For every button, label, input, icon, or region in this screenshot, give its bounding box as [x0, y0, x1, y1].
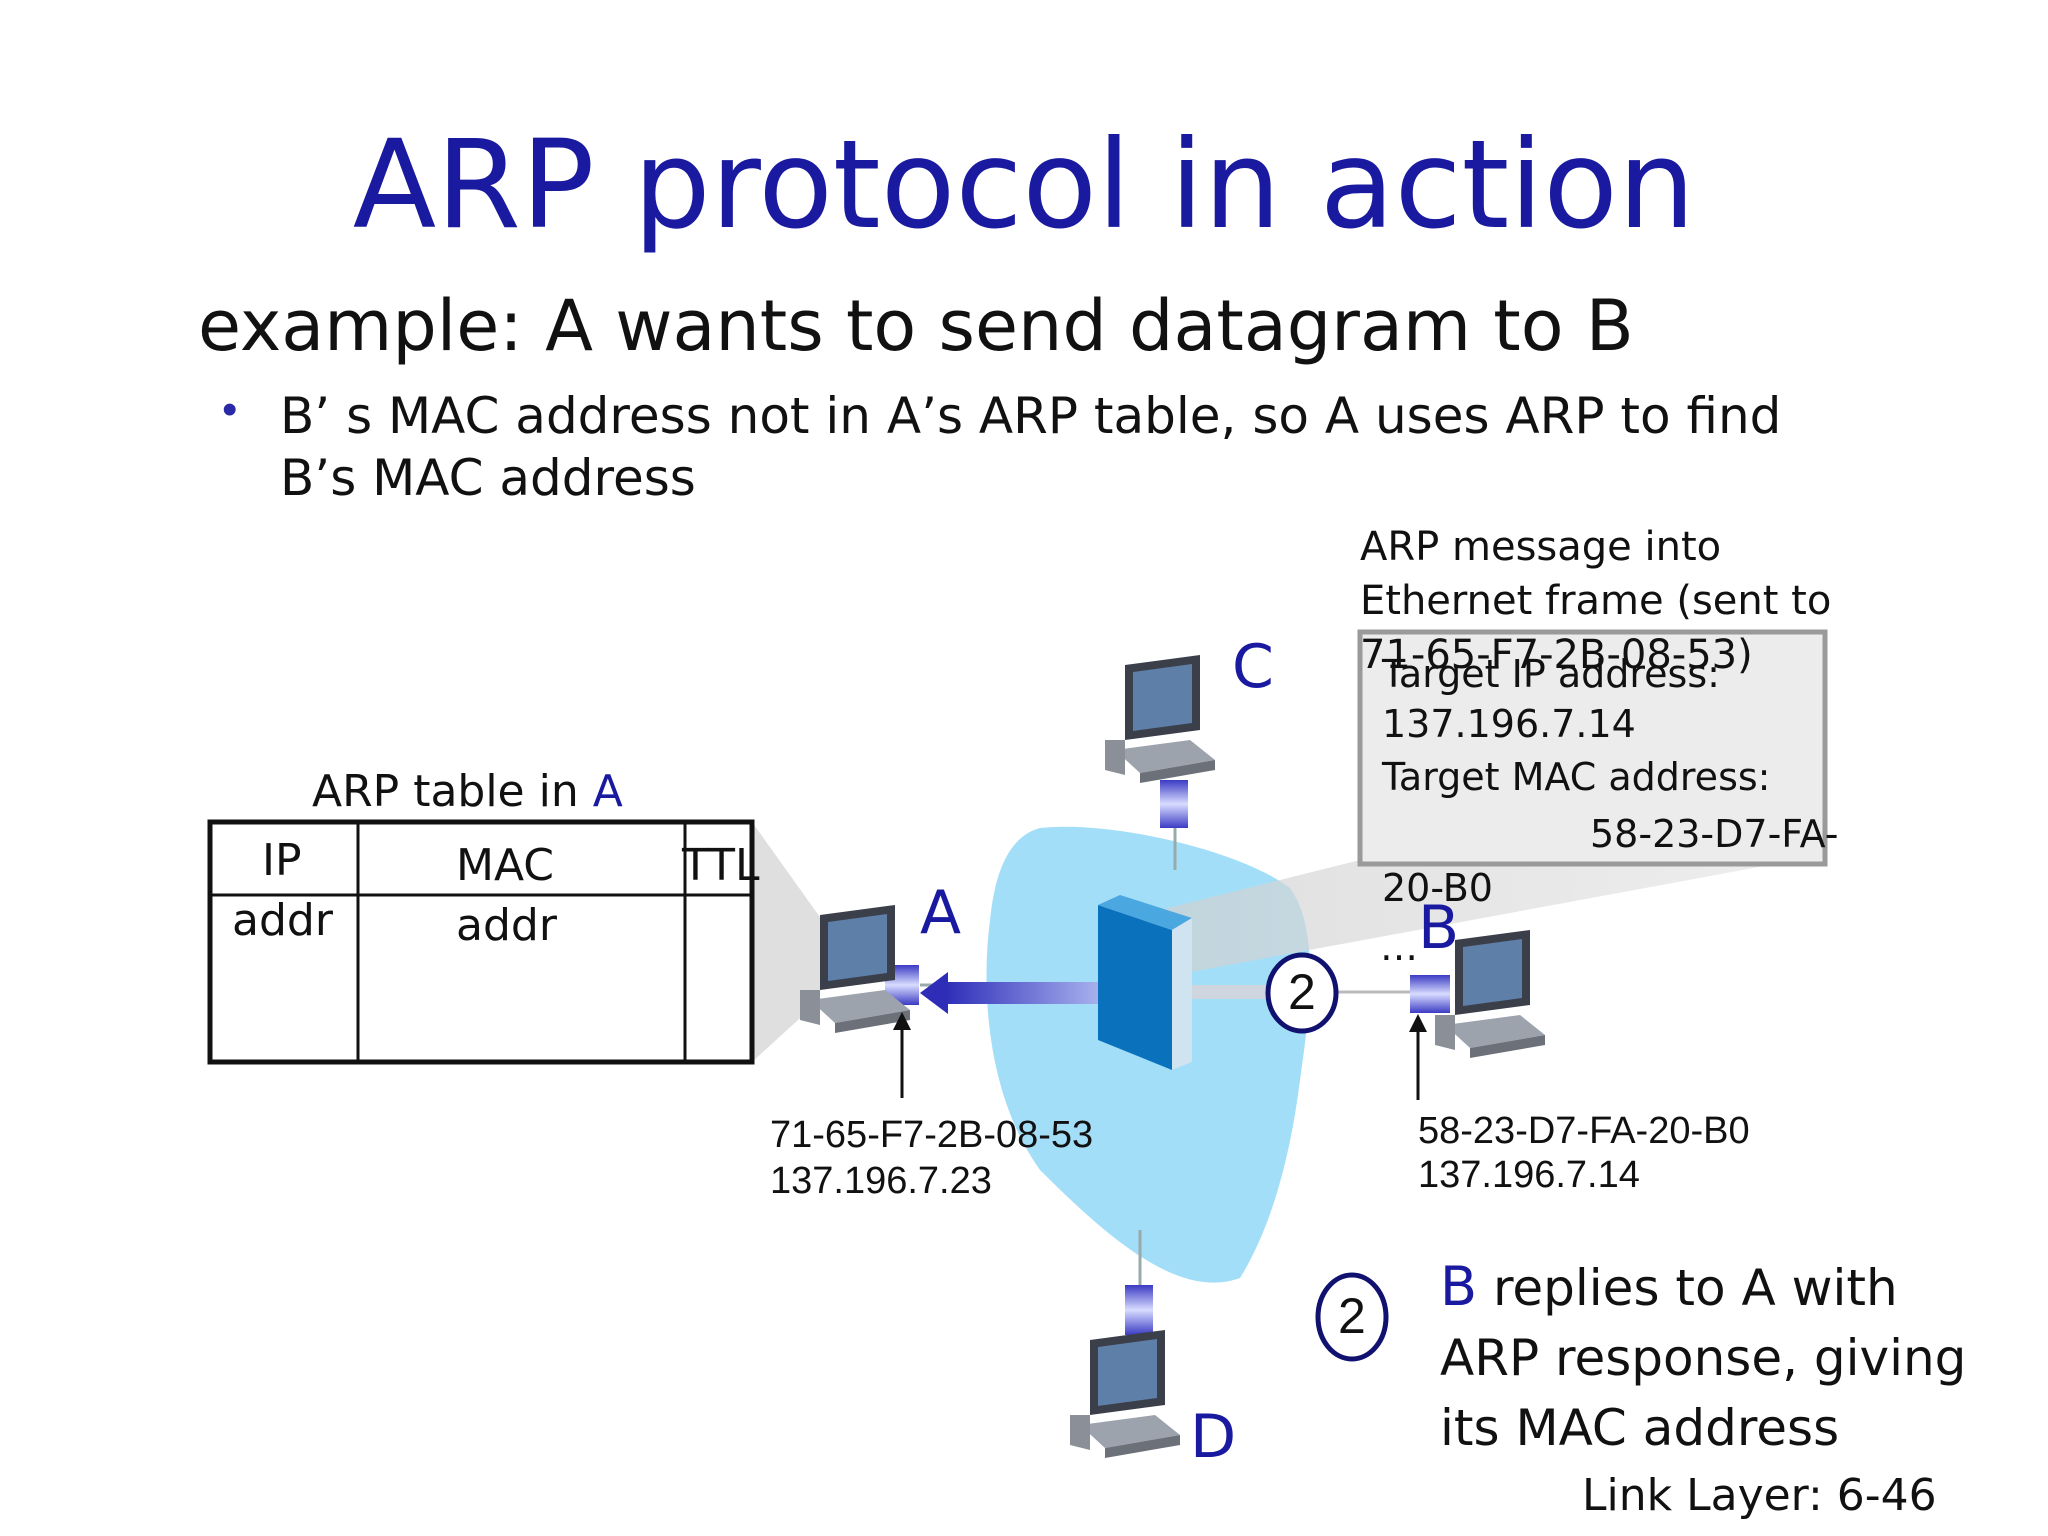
- tooltip-callout-beam: [1120, 855, 1824, 985]
- step-description: B replies to A with ARP response, giving…: [1440, 1255, 1967, 1457]
- arp-table: [207, 819, 755, 1065]
- slide-footer: Link Layer: 6-46: [1582, 1470, 1937, 1521]
- table-callout-beam: [752, 822, 822, 1062]
- target-mac-label: Target MAC address:: [1382, 755, 1771, 799]
- host-a-mac: 71-65-F7-2B-08-53: [770, 1114, 1094, 1156]
- col-mac-subheader: addr: [456, 900, 557, 951]
- example-heading: example: A wants to send datagram to B: [198, 285, 1634, 367]
- col-mac-header: MAC: [456, 840, 555, 891]
- target-mac-value-1: 58-23-D7-FA-: [1590, 812, 1839, 856]
- bullet-marker: •: [222, 385, 238, 434]
- target-ip-value: 137.196.7.14: [1382, 702, 1636, 746]
- host-b-ip: 137.196.7.14: [1418, 1154, 1640, 1196]
- node-label-d: D: [1190, 1402, 1237, 1472]
- node-label-c: C: [1232, 632, 1274, 702]
- computer-b-icon: [1435, 930, 1545, 1058]
- host-b-mac: 58-23-D7-FA-20-B0: [1418, 1110, 1750, 1152]
- col-ttl-header: TTL: [682, 840, 760, 891]
- ellipsis-label: …: [1380, 925, 1418, 969]
- col-ip-subheader: addr: [232, 895, 333, 946]
- switch: [1098, 905, 1172, 1070]
- step-circle-legend: [1315, 1272, 1389, 1362]
- slide-title: ARP protocol in action: [352, 114, 1696, 256]
- computer-a-icon: [800, 905, 910, 1033]
- node-label-b: B: [1418, 893, 1460, 963]
- bullet-text: B’ s MAC address not in A’s ARP table, s…: [280, 387, 1782, 507]
- arp-table-title: ARP table in A: [312, 766, 623, 817]
- arp-message-callout: ARP message into Ethernet frame (sent to…: [1360, 524, 1832, 678]
- node-label-a: A: [920, 878, 962, 948]
- target-mac-value-2: 20-B0: [1382, 866, 1493, 910]
- col-ip-header: IP: [262, 835, 302, 886]
- host-a-ip: 137.196.7.23: [770, 1160, 992, 1202]
- arp-message-box: [1357, 629, 1828, 867]
- step-number-diagram: 2: [1288, 964, 1316, 1020]
- step-number-legend: 2: [1338, 1288, 1366, 1344]
- computer-d-icon: [1070, 1330, 1180, 1458]
- target-ip-label: Target IP address:: [1382, 652, 1720, 696]
- computer-c-icon: [1105, 655, 1215, 783]
- step-circle-diagram: [1265, 952, 1339, 1034]
